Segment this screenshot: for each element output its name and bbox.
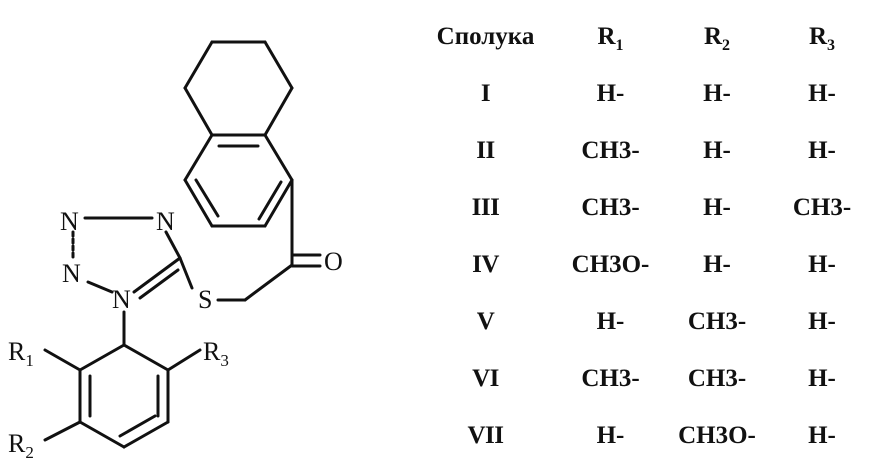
r2-value: CH3- [687,364,747,392]
r2-value: H- [703,79,731,107]
table-row: II CH3- H- H- [418,122,878,179]
r1-value: CH3- [581,136,640,164]
r3-value: CH3- [792,193,852,221]
r2-value: CH3O- [678,421,756,449]
n-top-right-atom: N [156,207,175,236]
table-row: VI CH3- CH3- H- [418,350,878,407]
r1-value: H- [596,79,625,107]
compound-name: VII [467,421,504,449]
r2-value: H- [703,193,731,221]
table-row: V H- CH3- H- [418,293,878,350]
r1-value: CH3- [581,193,640,221]
r2-value: CH3- [687,307,747,335]
header-r1: R1 [597,22,624,54]
compound-name: IV [472,250,499,278]
structure-drawing: O S N N N N [8,40,343,462]
r3-value: H- [808,136,836,164]
table-body: I H- H- H- II CH3- H- H- III CH3- H- CH3… [418,65,878,464]
compound-name: V [476,307,495,335]
sulfur-atom: S [198,285,212,314]
r3-value: H- [808,79,836,107]
oxygen-atom: O [324,247,343,276]
compound-table: Сполука R1 R2 R3 I H- H- H- II CH3- H- H… [418,8,878,464]
n-top-left-atom: N [60,207,79,236]
r3-value: H- [808,307,836,335]
r2-label: R2 [8,429,34,462]
r3-label: R3 [203,337,229,370]
r1-label: R1 [8,337,34,370]
table-header-row: Сполука R1 R2 R3 [418,8,878,65]
r3-value: H- [808,421,836,449]
header-compound: Сполука [436,22,535,50]
r1-value: H- [596,307,625,335]
aromatic-ring [183,133,294,228]
r1-value: H- [596,421,625,449]
ketone-chain [216,178,322,302]
table-row: IV CH3O- H- H- [418,236,878,293]
header-r2: R2 [703,22,731,54]
table-row: VII H- CH3O- H- [418,407,878,464]
n-ring-atom: N [112,285,131,314]
phenyl-ring [43,310,202,449]
header-r3: R3 [808,22,836,54]
chemical-structure: O S N N N N [0,0,420,468]
tetrahydro-ring [183,40,294,137]
compound-name: III [471,193,500,221]
substituents-table: Сполука R1 R2 R3 I H- H- H- II CH3- H- H… [418,8,878,463]
tetrazole-ring [71,216,194,300]
table-row: I H- H- H- [418,65,878,122]
compound-name: II [476,136,495,164]
r2-value: H- [703,250,731,278]
compound-name: VI [472,364,499,392]
table-row: III CH3- H- CH3- [418,179,878,236]
r3-value: H- [808,364,836,392]
n-mid-left-atom: N [62,259,81,288]
r1-value: CH3O- [571,250,650,278]
r2-value: H- [703,136,731,164]
r3-value: H- [808,250,836,278]
compound-name: I [480,79,491,107]
r1-value: CH3- [581,364,640,392]
